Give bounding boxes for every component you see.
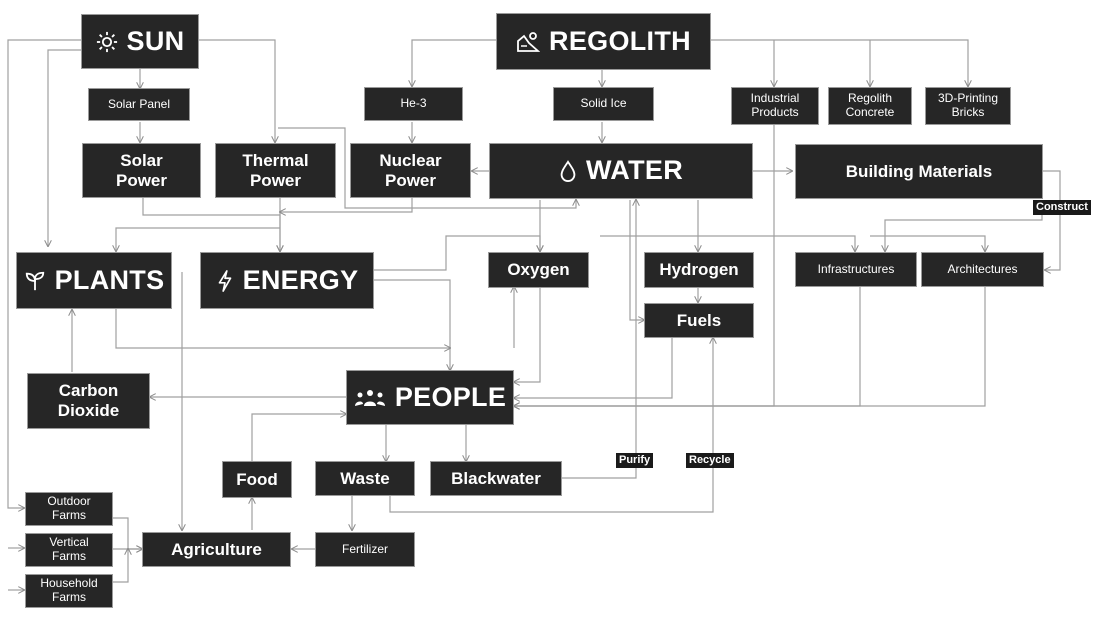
carbon-dioxide-label: Carbon Dioxide bbox=[57, 381, 120, 420]
printing-bricks-node: 3D-Printing Bricks bbox=[925, 87, 1011, 125]
industrial-products-node: Industrial Products bbox=[731, 87, 819, 125]
oxygen-node: Oxygen bbox=[488, 252, 589, 288]
nuclear-power-label: Nuclear Power bbox=[379, 150, 442, 190]
he3-node: He-3 bbox=[364, 87, 463, 121]
water-node: WATER bbox=[489, 143, 753, 199]
fuels-label: Fuels bbox=[676, 310, 722, 330]
solid-ice-label: Solid Ice bbox=[580, 96, 627, 111]
household-farms-node: Household Farms bbox=[25, 574, 113, 608]
lightning-icon bbox=[216, 269, 234, 292]
fertilizer-node: Fertilizer bbox=[315, 532, 415, 567]
energy-node: ENERGY bbox=[200, 252, 374, 309]
infrastructures-node: Infrastructures bbox=[795, 252, 917, 287]
people-node: PEOPLE bbox=[346, 370, 514, 425]
plants-node: PLANTS bbox=[16, 252, 172, 309]
vertical-farms-label: Vertical Farms bbox=[49, 535, 89, 563]
fertilizer-label: Fertilizer bbox=[341, 541, 388, 556]
outdoor-farms-node: Outdoor Farms bbox=[25, 492, 113, 526]
food-node: Food bbox=[222, 461, 292, 498]
agriculture-label: Agriculture bbox=[171, 539, 262, 559]
household-farms-label: Household Farms bbox=[40, 576, 98, 604]
construct-edge-label: Construct bbox=[1033, 200, 1091, 215]
regolith-concrete-node: Regolith Concrete bbox=[828, 87, 912, 125]
sun-node: SUN bbox=[81, 14, 199, 69]
water-label: WATER bbox=[586, 155, 683, 186]
solar-power-node: Solar Power bbox=[82, 143, 201, 198]
blackwater-label: Blackwater bbox=[451, 468, 541, 488]
blackwater-node: Blackwater bbox=[430, 461, 562, 496]
fuels-node: Fuels bbox=[644, 303, 754, 338]
energy-label: ENERGY bbox=[242, 264, 359, 295]
printing-bricks-label: 3D-Printing Bricks bbox=[937, 91, 999, 119]
he3-label: He-3 bbox=[400, 96, 427, 111]
sun-label: SUN bbox=[126, 25, 185, 56]
solid-ice-node: Solid Ice bbox=[553, 87, 654, 121]
oxygen-label: Oxygen bbox=[507, 260, 570, 280]
people-group-icon bbox=[354, 388, 386, 408]
sun-icon bbox=[96, 31, 118, 53]
vertical-farms-node: Vertical Farms bbox=[25, 533, 113, 567]
water-drop-icon bbox=[559, 160, 577, 182]
regolith-node: REGOLITH bbox=[496, 13, 711, 70]
outdoor-farms-label: Outdoor Farms bbox=[47, 494, 91, 522]
agriculture-node: Agriculture bbox=[142, 532, 291, 567]
regolith-label: REGOLITH bbox=[549, 25, 691, 56]
building-materials-label: Building Materials bbox=[845, 161, 993, 181]
recycle-edge-label: Recycle bbox=[686, 453, 734, 468]
waste-label: Waste bbox=[340, 468, 390, 488]
carbon-dioxide-node: Carbon Dioxide bbox=[27, 373, 150, 429]
regolith-concrete-label: Regolith Concrete bbox=[845, 91, 895, 119]
food-label: Food bbox=[236, 469, 278, 489]
solar-panel-label: Solar Panel bbox=[107, 96, 171, 111]
sprout-icon bbox=[24, 270, 46, 292]
thermal-power-node: Thermal Power bbox=[215, 143, 336, 198]
thermal-power-label: Thermal Power bbox=[242, 150, 309, 190]
industrial-products-label: Industrial Products bbox=[750, 91, 800, 119]
purify-edge-label: Purify bbox=[616, 453, 654, 468]
building-materials-node: Building Materials bbox=[795, 144, 1043, 199]
people-label: PEOPLE bbox=[394, 381, 507, 412]
terrain-icon bbox=[516, 31, 541, 53]
infrastructures-label: Infrastructures bbox=[817, 261, 895, 276]
architectures-label: Architectures bbox=[947, 261, 1018, 276]
nuclear-power-node: Nuclear Power bbox=[350, 143, 471, 198]
waste-node: Waste bbox=[315, 461, 415, 496]
solar-panel-node: Solar Panel bbox=[88, 88, 190, 121]
architectures-node: Architectures bbox=[921, 252, 1044, 287]
hydrogen-node: Hydrogen bbox=[644, 252, 754, 288]
solar-power-label: Solar Power bbox=[115, 150, 168, 190]
hydrogen-label: Hydrogen bbox=[659, 260, 739, 280]
plants-label: PLANTS bbox=[54, 264, 165, 295]
